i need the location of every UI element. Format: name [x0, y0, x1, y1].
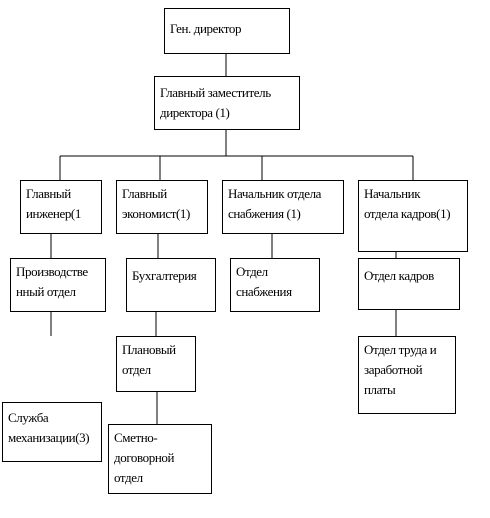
- chief-deputy-box: Главный заместитель директора (1): [154, 76, 300, 130]
- head-supply-box: Начальник отдела снабжения (1): [222, 180, 344, 234]
- chief-economist-box: Главный экономист(1): [116, 180, 208, 234]
- planning-dept-box: Плановый отдел: [116, 336, 196, 392]
- chief-engineer-box: Главный инженер(1: [20, 180, 102, 234]
- estimate-contract-dept-box: Сметно- договорной отдел: [108, 424, 212, 494]
- head-hr-box: Начальник отдела кадров(1): [358, 180, 468, 252]
- mechanization-service-box: Служба механизации(3): [2, 402, 102, 462]
- labor-wages-dept-box: Отдел труда и заработной платы: [358, 336, 456, 414]
- supply-dept-box: Отдел снабжения: [230, 258, 320, 312]
- production-dept-box: Производстве нный отдел: [10, 258, 106, 312]
- gen-director-box: Ген. директор: [164, 8, 290, 54]
- hr-dept-box: Отдел кадров: [358, 258, 460, 310]
- accounting-box: Бухгалтерия: [126, 258, 216, 312]
